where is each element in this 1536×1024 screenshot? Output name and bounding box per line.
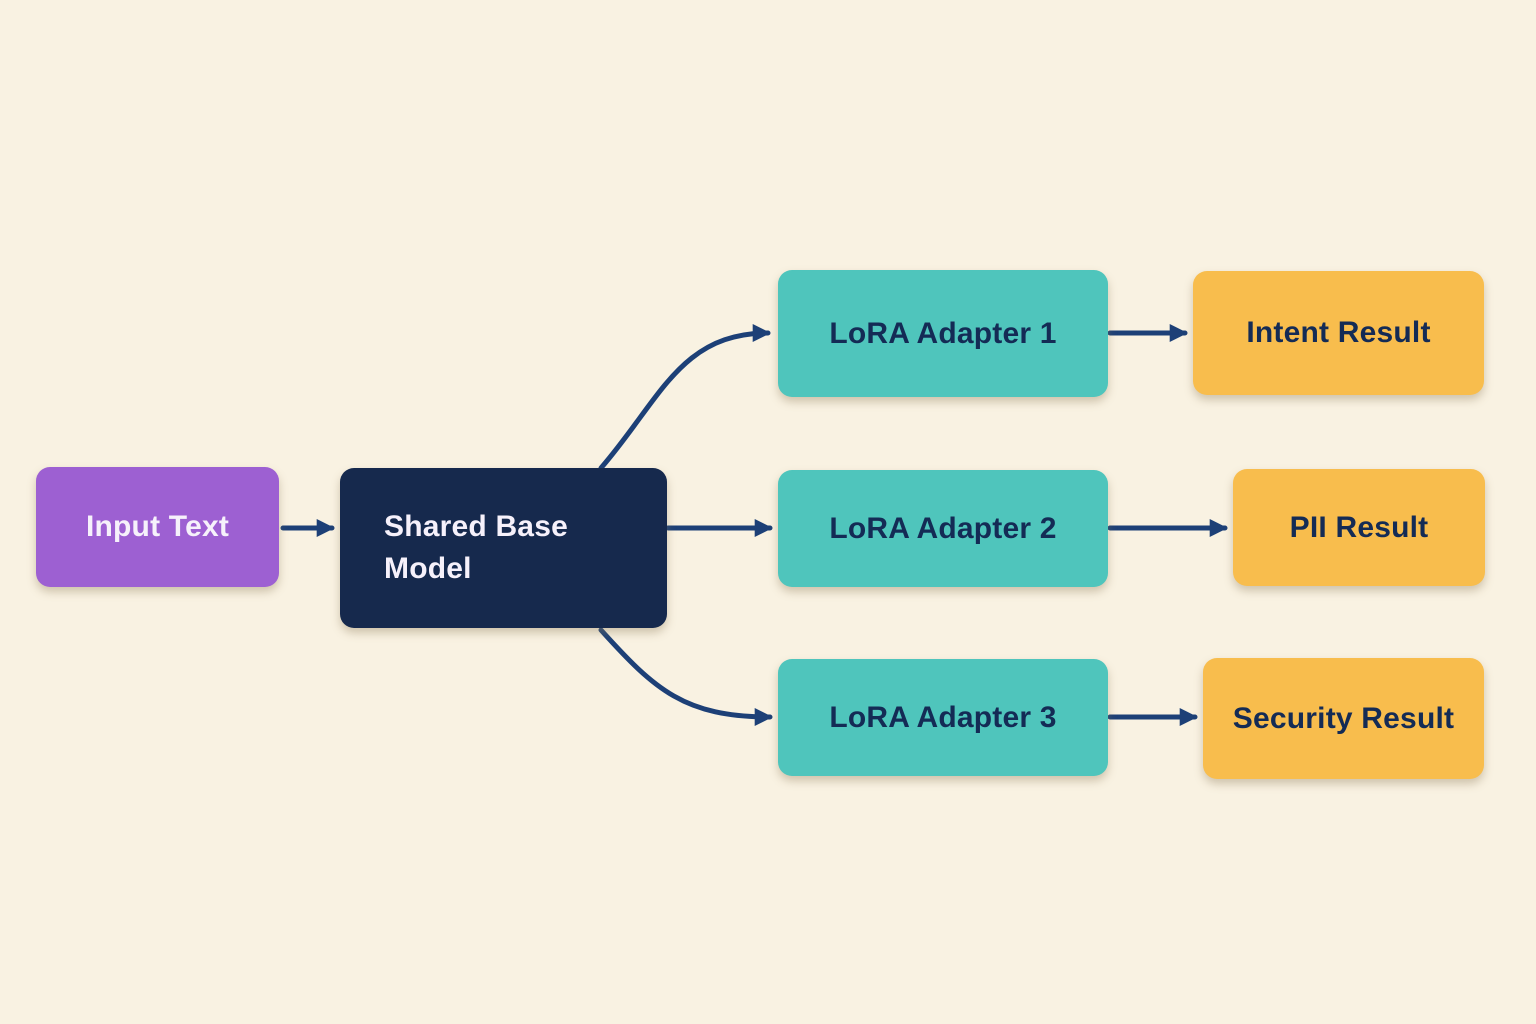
node-shared-base-model-label: Shared Base Model — [384, 510, 568, 585]
node-pii-result-label: PII Result — [1289, 510, 1429, 544]
node-lora-adapter-2-label: LoRA Adapter 2 — [829, 511, 1057, 545]
node-lora-adapter-1: LoRA Adapter 1 — [778, 270, 1108, 397]
arrow-base-to-adapter3 — [598, 627, 773, 726]
node-input-text-label: Input Text — [85, 510, 230, 543]
node-intent-result: Intent Result — [1193, 271, 1484, 395]
node-intent-result-label: Intent Result — [1246, 316, 1431, 349]
node-security-result: Security Result — [1203, 658, 1484, 779]
node-lora-adapter-1-label: LoRA Adapter 1 — [829, 316, 1057, 350]
node-pii-result: PII Result — [1233, 469, 1485, 586]
arrow-base-to-adapter1 — [598, 324, 771, 471]
node-lora-adapter-2: LoRA Adapter 2 — [778, 470, 1108, 587]
node-shared-base-model: Shared Base Model — [340, 468, 667, 628]
node-security-result-label: Security Result — [1232, 701, 1455, 735]
node-lora-adapter-3-label: LoRA Adapter 3 — [829, 700, 1057, 734]
node-lora-adapter-3: LoRA Adapter 3 — [778, 659, 1108, 776]
node-input-text: Input Text — [36, 467, 279, 587]
